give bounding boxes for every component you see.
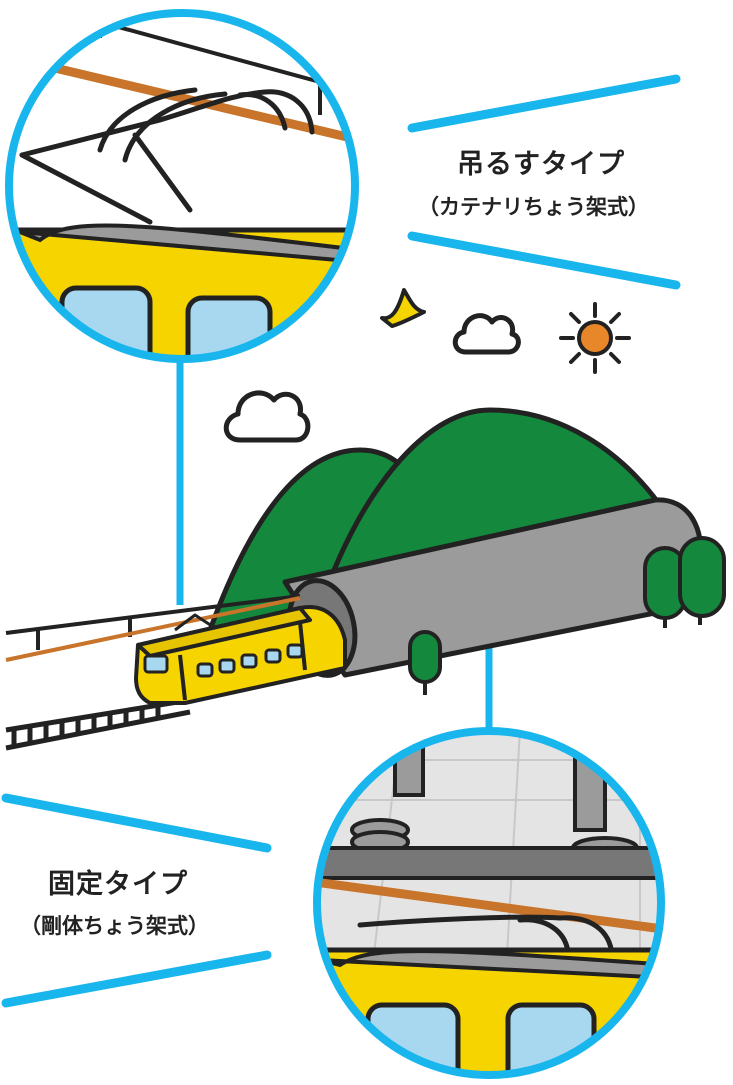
train (134, 605, 347, 705)
catenary-subtitle: （カテナリちょう架式） (418, 195, 649, 219)
zoom-catenary (5, 9, 359, 363)
accent-lines (1, 74, 681, 1008)
train-windows (143, 643, 304, 678)
cloud-icon (223, 390, 311, 443)
overhead-wire (5, 596, 301, 662)
track (5, 697, 191, 751)
track-sleepers (11, 705, 161, 748)
rigid-subtitle: （剛体ちょう架式） (20, 914, 209, 938)
pantograph (174, 613, 216, 632)
rigid-title: 固定タイプ (48, 869, 188, 900)
cloud-icon (452, 313, 521, 355)
sun-icon (559, 302, 631, 374)
catenary-title: 吊るすタイプ (457, 149, 625, 180)
bird-icon (380, 288, 426, 328)
zoom-rigid (313, 727, 665, 1079)
tree-icon (678, 536, 726, 625)
tree-icon (408, 630, 442, 695)
